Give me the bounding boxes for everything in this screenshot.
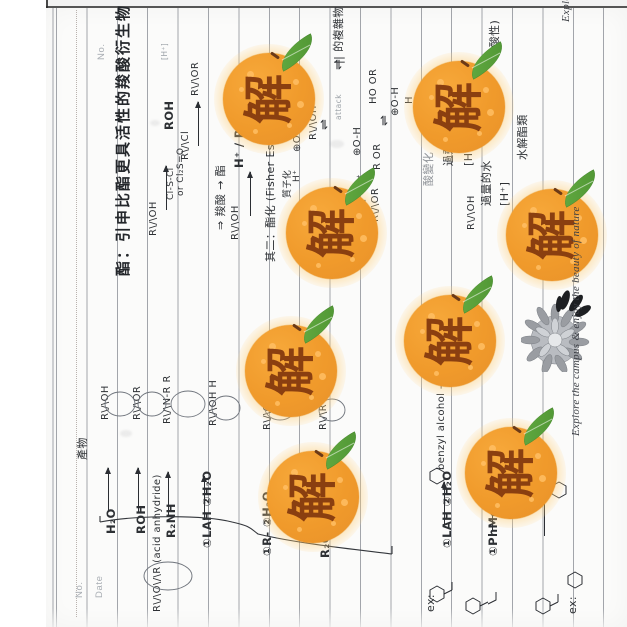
script-caption-top: Explore the campus & enjoy the bbox=[560, 0, 572, 22]
sticker-glyph: 解 bbox=[303, 208, 361, 258]
chrysanthemum-icon bbox=[521, 290, 591, 372]
orange-sticker[interactable]: 解 bbox=[497, 169, 607, 290]
anhydride-structure: R\/\O\/\R (acid anhydride) bbox=[152, 474, 163, 612]
hw-complex-note: || 的複雜物 bbox=[332, 6, 345, 64]
equilibrium-arrow: ⇌ bbox=[330, 59, 345, 70]
table-row-product: R\/\OR bbox=[132, 385, 143, 420]
product-table-header: 產物 bbox=[76, 437, 89, 460]
sticker-body bbox=[506, 189, 598, 281]
photo-left-margin bbox=[0, 0, 46, 627]
sticker-glyph: 解 bbox=[284, 472, 342, 522]
paper-smudge bbox=[120, 430, 132, 437]
margin-guide-line bbox=[76, 10, 77, 617]
reaction-arrow bbox=[166, 166, 167, 210]
sticker-body bbox=[413, 61, 505, 153]
hw-hydrolysis-note: 水解酯類 bbox=[516, 114, 529, 160]
table-row-reagent: ROH bbox=[134, 504, 148, 534]
hw-acid-product: R\/\OH bbox=[466, 195, 477, 230]
orange-sticker[interactable]: 解 bbox=[395, 275, 505, 396]
hw-structure-acylchloride: R\/\Cl bbox=[180, 130, 191, 160]
sticker-glyph: 解 bbox=[482, 448, 540, 498]
orange-sticker[interactable]: 解 bbox=[236, 305, 346, 426]
hw-oxonium-2: ⊕O-H bbox=[352, 126, 363, 156]
hw-excess-water: 過量的水 bbox=[480, 160, 493, 206]
sticker-body bbox=[286, 187, 378, 279]
table-row-reagent: R₂NH bbox=[164, 503, 178, 538]
printed-no-label-bottom: No. bbox=[74, 581, 85, 598]
sticker-body bbox=[404, 295, 496, 387]
sticker-body bbox=[245, 325, 337, 417]
notebook-paper bbox=[46, 8, 627, 627]
table-row-reagent: H₂O bbox=[104, 508, 118, 534]
hw-attack-note: attack bbox=[334, 94, 343, 120]
photo-top-border bbox=[46, 6, 627, 8]
reaction-arrow bbox=[204, 476, 205, 520]
sticker-body bbox=[223, 53, 315, 145]
sticker-body bbox=[465, 427, 557, 519]
orange-sticker[interactable]: 解 bbox=[456, 407, 566, 528]
sticker-glyph: 解 bbox=[262, 346, 320, 396]
hw-structure-ester: R\/\OR bbox=[190, 61, 201, 96]
sticker-glyph: 解 bbox=[421, 316, 479, 366]
examples-second-label: ex: bbox=[566, 596, 579, 614]
sticker-glyph: 解 bbox=[240, 74, 298, 124]
orange-sticker[interactable]: 解 bbox=[277, 167, 387, 288]
hw-structure-acid-2: R\/\OH bbox=[230, 205, 241, 240]
paper-smudge bbox=[150, 120, 160, 126]
sticker-body bbox=[267, 451, 359, 543]
photo-top-margin bbox=[46, 0, 627, 6]
hw-socl2-label: Cl-S-Cl bbox=[166, 167, 176, 200]
reaction-arrow bbox=[138, 468, 139, 512]
printed-no-label: No. bbox=[96, 43, 107, 60]
hw-oxonium: ⊕O-H bbox=[390, 86, 401, 116]
hw-reagent-roh: ROH bbox=[162, 100, 176, 130]
examples-label: ex: bbox=[424, 594, 437, 612]
reaction-arrow bbox=[108, 468, 109, 512]
paper-smudge bbox=[330, 140, 344, 148]
table-row-product: R\/\OH H bbox=[208, 379, 219, 426]
printed-date-label: Date bbox=[94, 575, 105, 598]
sticker-glyph: 解 bbox=[430, 82, 488, 132]
hw-ho-or: HO OR bbox=[368, 68, 379, 104]
page-title: 酯：引申比酯更具活性的羧酸衍生物 製成 bbox=[114, 0, 132, 276]
reaction-arrow bbox=[444, 482, 445, 524]
orange-sticker[interactable]: 解 bbox=[214, 33, 324, 154]
hw-r-or: R OR bbox=[372, 143, 383, 170]
orange-sticker[interactable]: 解 bbox=[258, 431, 368, 552]
table-row-product: R\/\N-R R bbox=[162, 375, 173, 424]
hw-summary-acid-to-ester: ⇒ 羧酸 → 酯 bbox=[214, 164, 227, 230]
reaction-arrow bbox=[168, 472, 169, 516]
equilibrium-arrow: ⇌ bbox=[376, 115, 391, 126]
hw-structure-acid: R\/\OH bbox=[148, 201, 159, 236]
orange-sticker[interactable]: 解 bbox=[404, 41, 514, 162]
reaction-arrow bbox=[250, 172, 251, 216]
reaction-arrow bbox=[198, 102, 199, 146]
script-caption-bottom: Explore the campus & enjoy the beauty of… bbox=[570, 206, 582, 436]
table-row-product: R\/\OH bbox=[100, 385, 111, 420]
sticker-glyph: 解 bbox=[523, 210, 581, 260]
table-row-reagent: ①LAH ②H₂O bbox=[200, 470, 214, 548]
hw-pencil-note: [H⁺] bbox=[160, 42, 169, 60]
